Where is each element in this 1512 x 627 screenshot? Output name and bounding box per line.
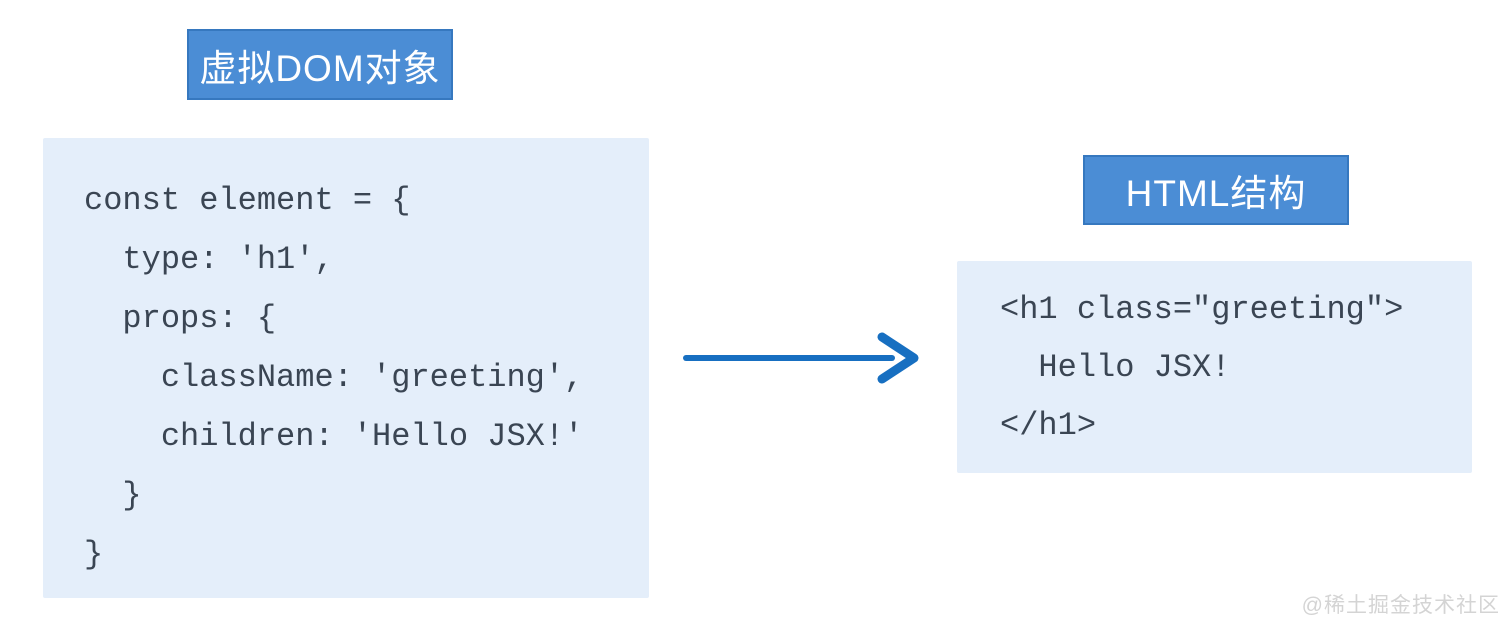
code-line: <h1 class="greeting">	[1000, 291, 1404, 328]
code-line: type: 'h1',	[84, 241, 334, 278]
virtual-dom-code: const element = { type: 'h1', props: { c…	[84, 171, 583, 584]
code-line: </h1>	[1000, 407, 1097, 444]
html-code-box: <h1 class="greeting"> Hello JSX! </h1>	[957, 261, 1472, 473]
code-line: children: 'Hello JSX!'	[84, 418, 584, 455]
html-code: <h1 class="greeting"> Hello JSX! </h1>	[1000, 281, 1403, 455]
html-structure-label: HTML结构	[1083, 155, 1349, 225]
arrow-right-icon	[683, 332, 919, 384]
virtual-dom-label-text: 虚拟DOM对象	[199, 47, 441, 89]
virtual-dom-label: 虚拟DOM对象	[187, 29, 453, 100]
watermark: @稀土掘金技术社区	[1301, 594, 1500, 617]
code-line: Hello JSX!	[1000, 349, 1231, 386]
virtual-dom-code-box: const element = { type: 'h1', props: { c…	[43, 138, 649, 598]
html-structure-label-text: HTML结构	[1125, 173, 1307, 214]
code-line: const element = {	[84, 182, 411, 219]
code-line: }	[84, 536, 104, 573]
transform-arrow	[680, 328, 925, 388]
code-line: props: {	[84, 300, 277, 337]
code-line: className: 'greeting',	[84, 359, 584, 396]
code-line: }	[84, 477, 142, 514]
